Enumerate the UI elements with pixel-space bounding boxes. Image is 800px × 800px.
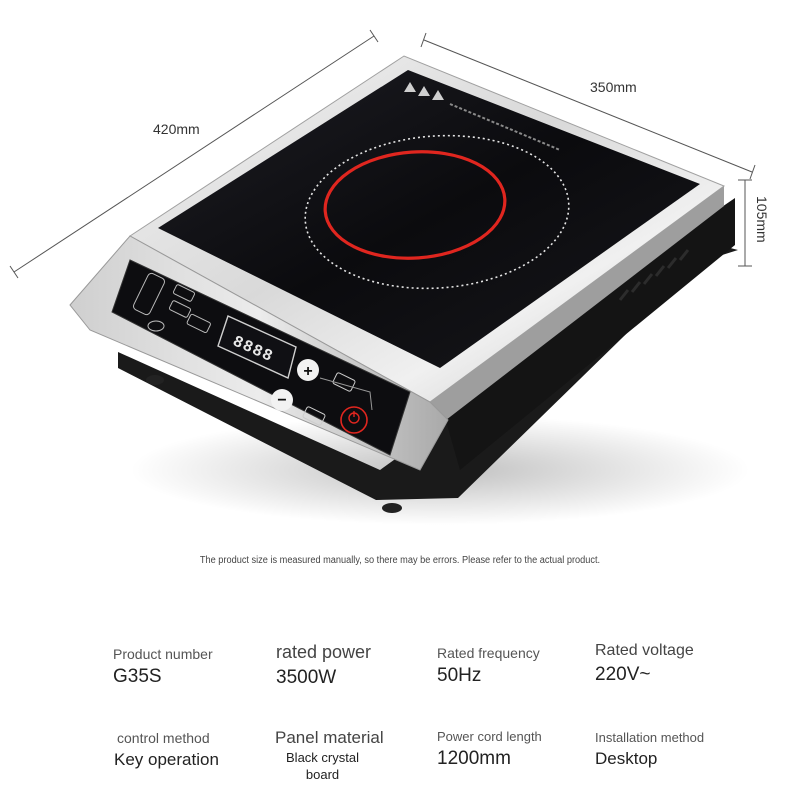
spec-value: G35S — [113, 666, 162, 687]
steel-right-side — [430, 186, 724, 420]
display-frame — [217, 315, 297, 379]
foot-left — [146, 375, 164, 385]
vent-slots — [618, 249, 690, 301]
spec-label: Installation method — [595, 730, 705, 745]
spec-value: 3500W — [276, 667, 337, 688]
plus-symbol: + — [303, 363, 312, 380]
base-body — [118, 240, 738, 500]
spec-value: 220V~ — [595, 664, 651, 685]
spec-label: Rated voltage — [595, 642, 694, 659]
spec-value: 50Hz — [437, 665, 482, 686]
spec-rated-voltage: Rated voltage 220V~ — [595, 642, 694, 686]
spec-rated-frequency: Rated frequency 50Hz — [437, 645, 540, 687]
height-dimension-label: 105mm — [754, 196, 770, 243]
glass-cooktop — [158, 70, 700, 368]
spec-power-cord-length: Power cord length 1200mm — [437, 729, 542, 770]
spec-label: rated power — [276, 642, 372, 662]
spec-installation-method: Installation method Desktop — [595, 730, 704, 769]
width-dimension-label: 350mm — [590, 79, 637, 95]
base-side — [440, 198, 735, 470]
warning-icons — [404, 82, 444, 100]
dimension-lines — [9, 29, 756, 279]
button-connector-line — [319, 377, 373, 411]
foot-front — [382, 503, 402, 513]
spec-label: Rated frequency — [437, 645, 540, 661]
plus-button[interactable] — [297, 359, 319, 381]
spec-product-number: Product number G35S — [113, 646, 213, 688]
on-off-button[interactable] — [340, 406, 368, 434]
heating-ring — [323, 150, 507, 260]
spec-value: Black crystal board — [286, 750, 359, 782]
spec-panel-material: Panel material Black crystal board — [275, 728, 385, 783]
minus-symbol: − — [277, 392, 286, 409]
measurement-notice: The product size is measured manually, s… — [199, 555, 601, 566]
spec-label: Panel material — [275, 728, 384, 747]
spec-label: Power cord length — [437, 729, 542, 744]
minus-button[interactable] — [271, 389, 293, 411]
spec-control-method: control method Key operation — [114, 730, 219, 770]
spec-label: Product number — [113, 646, 213, 662]
spec-value: 1200mm — [437, 748, 511, 769]
induction-cooker-photo: 8888 + − — [9, 29, 756, 525]
spec-label: control method — [117, 730, 210, 746]
spec-rated-power: rated power 3500W — [276, 642, 371, 689]
spec-value: Desktop — [595, 749, 658, 768]
outer-dotted-ring — [304, 134, 570, 290]
spec-value: Key operation — [114, 750, 219, 769]
left-function-buttons — [132, 272, 211, 334]
temperature-button[interactable] — [332, 372, 356, 392]
power-mode-button[interactable] — [302, 406, 326, 426]
depth-dimension-label: 420mm — [153, 121, 200, 137]
